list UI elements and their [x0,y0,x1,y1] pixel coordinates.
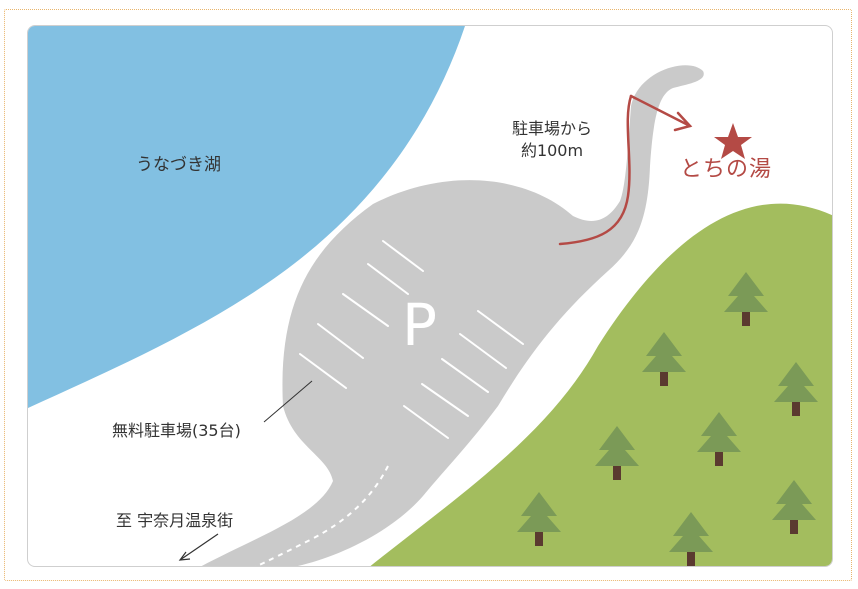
parking-stripes [299,240,524,439]
tree-icon [697,412,741,466]
tree-icon [642,332,686,386]
trees [517,272,818,566]
parking-label: 無料駐車場(35台) [112,421,241,440]
tree-icon [669,512,713,566]
parking-leader-line [263,380,313,423]
star-icon [714,123,752,159]
map-card: P うなづき湖 駐車場から 約100m とちの湯 無料駐車場(35台) 至 宇奈… [27,25,833,567]
tree-icon [724,272,768,326]
walking-distance-line2: 約100m [520,140,584,160]
destination-label: とちの湯 [680,157,773,182]
walking-route [558,94,633,246]
walking-distance-line1: 駐車場から [512,119,593,138]
tree-icon [772,480,816,534]
outer-dotted-frame [4,9,852,581]
parking-symbol: P [402,291,437,359]
arrow-icon [629,94,693,132]
tree-icon [774,362,818,416]
direction-label: 至 宇奈月温泉街 [116,511,234,530]
walking-distance-label: 駐車場から 約100m [512,118,592,161]
lake-name-label: うなづき湖 [136,155,221,175]
direction-arrow-icon [178,533,219,561]
tree-icon [517,492,561,546]
road-centerline [254,465,389,566]
lake-area [28,26,465,408]
map-canvas [28,26,832,566]
tree-icon [595,426,639,480]
forest-area [370,203,832,566]
parking-lot [201,65,704,566]
